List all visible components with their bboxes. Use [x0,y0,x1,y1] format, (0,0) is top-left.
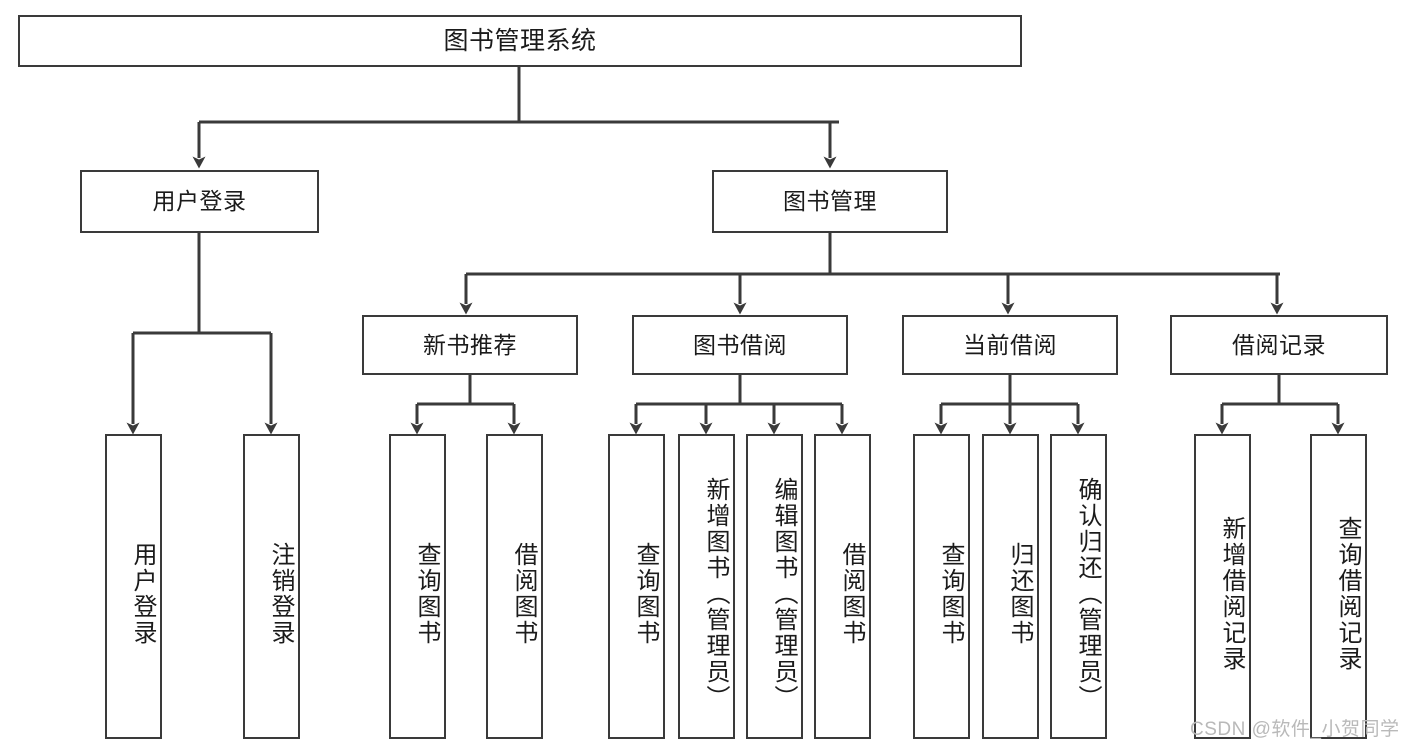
node-label: 编辑图书（管理员） [770,476,797,711]
node-label: 借阅记录 [1232,331,1326,358]
node-label: 新增借阅记录 [1218,515,1245,672]
node-root-system[interactable]: 图书管理系统 [18,15,1022,67]
node-label: 图书借阅 [693,331,787,358]
node-borrow-records[interactable]: 借阅记录 [1170,315,1388,375]
node-label: 借阅图书 [510,541,537,646]
leaf-add-book-admin[interactable]: 新增图书（管理员） [678,434,735,739]
leaf-confirm-return-admin[interactable]: 确认归还（管理员） [1050,434,1107,739]
node-label: 查询图书 [632,541,659,646]
node-label: 新增图书（管理员） [702,476,729,711]
leaf-logout[interactable]: 注销登录 [243,434,300,739]
leaf-query-book-3[interactable]: 查询图书 [913,434,970,739]
node-label: 借阅图书 [838,541,865,646]
leaf-borrow-book-2[interactable]: 借阅图书 [814,434,871,739]
node-label: 图书管理 [783,188,877,215]
node-label: 用户登录 [129,541,156,646]
node-label: 归还图书 [1006,541,1033,646]
node-label: 新书推荐 [423,331,517,358]
node-book-management[interactable]: 图书管理 [712,170,948,233]
node-new-book-recommendation[interactable]: 新书推荐 [362,315,578,375]
node-label: 图书管理系统 [443,26,597,55]
csdn-watermark: CSDN @软件_小贺同学 [1190,719,1400,740]
node-label: 注销登录 [267,541,294,646]
leaf-edit-book-admin[interactable]: 编辑图书（管理员） [746,434,803,739]
leaf-return-book[interactable]: 归还图书 [982,434,1039,739]
node-book-borrowing[interactable]: 图书借阅 [632,315,848,375]
leaf-query-borrow-record[interactable]: 查询借阅记录 [1310,434,1367,739]
node-label: 当前借阅 [963,331,1057,358]
node-label: 查询图书 [413,541,440,646]
node-label: 查询图书 [937,541,964,646]
leaf-query-book-2[interactable]: 查询图书 [608,434,665,739]
node-current-borrowing[interactable]: 当前借阅 [902,315,1118,375]
node-label: 确认归还（管理员） [1074,476,1101,711]
node-user-login[interactable]: 用户登录 [80,170,319,233]
node-label: 用户登录 [152,188,247,215]
leaf-add-borrow-record[interactable]: 新增借阅记录 [1194,434,1251,739]
leaf-user-login[interactable]: 用户登录 [105,434,162,739]
leaf-borrow-book-1[interactable]: 借阅图书 [486,434,543,739]
leaf-query-book-1[interactable]: 查询图书 [389,434,446,739]
node-label: 查询借阅记录 [1334,515,1361,672]
